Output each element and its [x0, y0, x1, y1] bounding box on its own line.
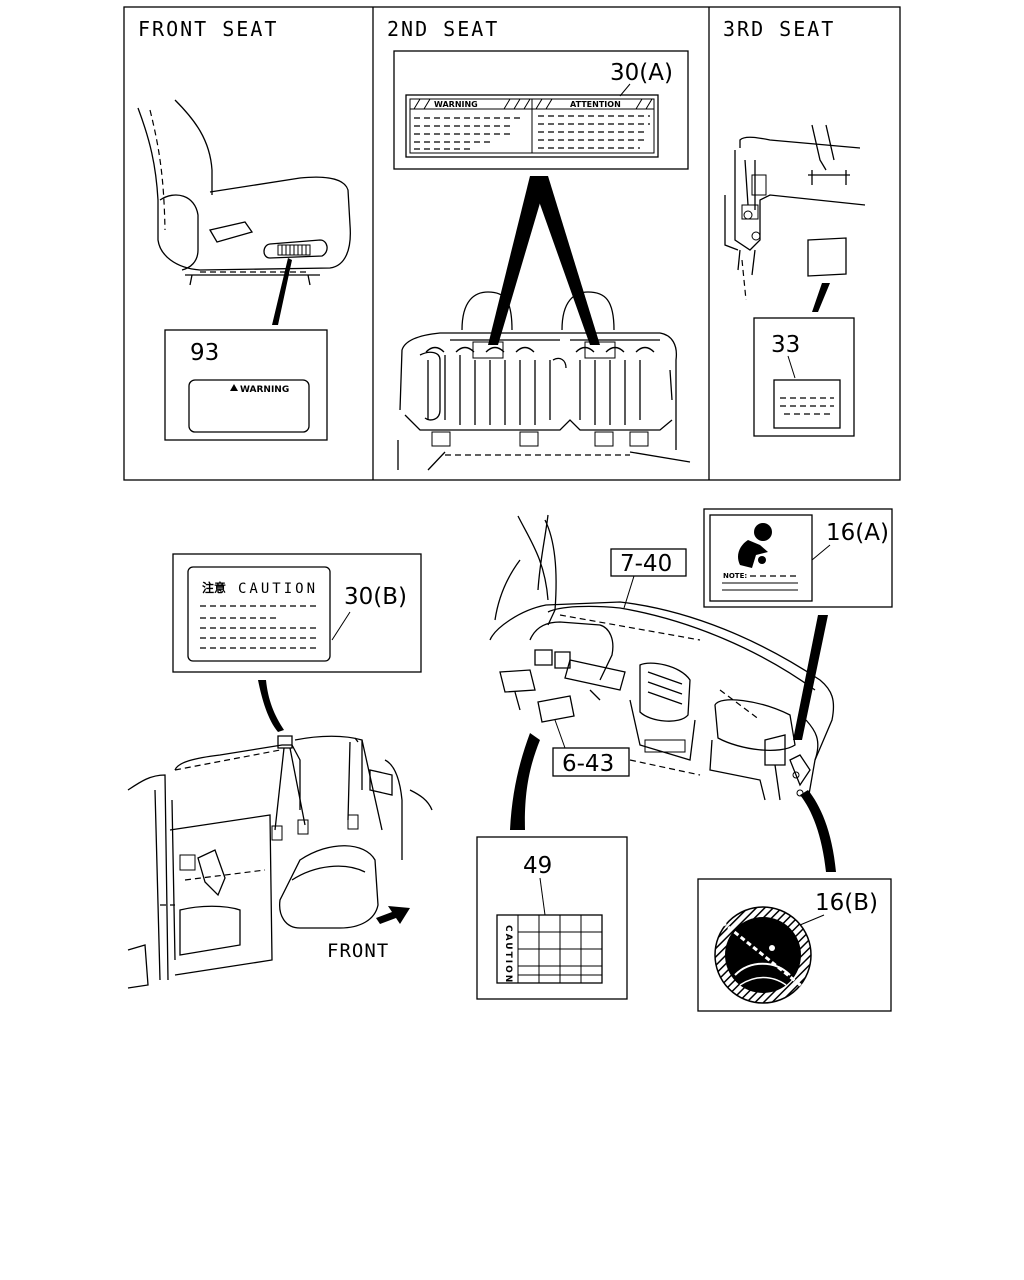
label-49-box: 49 CAUTION — [476, 836, 628, 1000]
callout-33: 33 — [771, 332, 800, 358]
top-frame — [123, 6, 901, 481]
second-seat-drawing — [397, 291, 691, 471]
callout-30b: 30(B) — [344, 584, 407, 610]
door-section: 注意 CAUTION 30(B) — [127, 553, 433, 989]
label-30a-attention: ATTENTION — [570, 100, 621, 109]
callout-16a: 16(A) — [826, 520, 889, 546]
second-seat-title: 2ND SEAT — [387, 17, 499, 41]
label-30a-box: 30(A) WARNING ATTENTION — [393, 50, 689, 170]
front-seat-title: FRONT SEAT — [138, 17, 278, 41]
callout-49: 49 — [523, 853, 552, 879]
front-seat-panel: FRONT SEAT 93 WARNING — [137, 17, 351, 441]
third-seat-panel: 3RD SEAT 33 — [723, 17, 866, 437]
dash-section: 7-40 6-43 NOTE: 16(A) — [476, 508, 893, 1012]
label-16a-note: NOTE: — [723, 572, 747, 580]
label-30b-box: 注意 CAUTION 30(B) — [172, 553, 422, 673]
callout-93: 93 — [190, 340, 219, 366]
label-30b-heading: CAUTION — [238, 581, 318, 597]
label-16a-box: NOTE: 16(A) — [703, 508, 893, 608]
part-7-40-label: 7-40 — [620, 551, 672, 577]
part-7-40: 7-40 — [610, 548, 687, 609]
label-93-box: 93 WARNING — [164, 329, 328, 441]
label-30a-warning: WARNING — [434, 100, 478, 109]
callout-30a: 30(A) — [610, 60, 673, 86]
third-seat-drawing — [724, 124, 866, 312]
second-seat-panel: 2ND SEAT 30(A) WARNING ATTENTION — [387, 17, 691, 471]
label-16b-box: 16(B) — [697, 878, 892, 1012]
label-33-box: 33 — [753, 317, 855, 437]
part-6-43: 6-43 — [552, 719, 630, 777]
dash-drawing — [489, 514, 835, 801]
label-30b-heading-cjk: 注意 — [202, 580, 226, 595]
third-seat-title: 3RD SEAT — [723, 17, 835, 41]
callout-16b: 16(B) — [815, 890, 878, 916]
front-seat-drawing — [137, 99, 351, 325]
label-93-warning: WARNING — [240, 385, 289, 395]
part-6-43-label: 6-43 — [562, 751, 614, 777]
label-49-caution: CAUTION — [503, 925, 513, 984]
door-drawing: FRONT — [127, 735, 433, 989]
front-direction-label: FRONT — [327, 940, 389, 962]
